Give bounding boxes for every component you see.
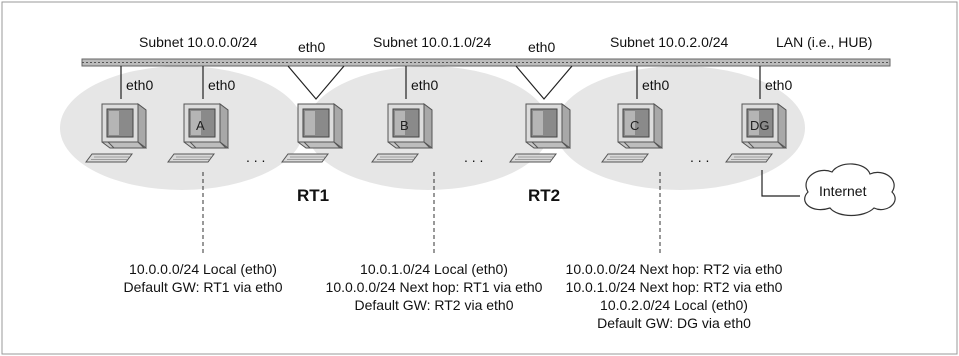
routing-entry: 10.0.0.0/24 Next hop: RT2 via eth0: [566, 261, 783, 277]
host-c-letter: C: [630, 118, 639, 133]
rt1-eth0-top-label: eth0: [298, 39, 325, 55]
lan-label: LAN (i.e., HUB): [776, 34, 872, 50]
internet-cloud-icon: [804, 163, 896, 217]
subnet-1-area: [60, 66, 304, 190]
routing-table-b: 10.0.1.0/24 Local (eth0) 10.0.0.0/24 Nex…: [326, 261, 543, 313]
host-b-letter: B: [400, 118, 409, 133]
routing-entry: 10.0.2.0/24 Local (eth0): [600, 297, 748, 313]
routing-entry: 10.0.0.0/24 Next hop: RT1 via eth0: [326, 279, 543, 295]
internet-label: Internet: [819, 183, 867, 199]
routing-table-c: 10.0.0.0/24 Next hop: RT2 via eth0 10.0.…: [566, 261, 783, 331]
internet-link: [761, 170, 800, 197]
routing-entry: 10.0.1.0/24 Local (eth0): [360, 261, 508, 277]
computer-icon-dg: DG: [725, 103, 787, 163]
computer-icon-b: B: [371, 103, 433, 163]
host-a-letter: A: [196, 118, 205, 133]
routing-entry: Default GW: RT1 via eth0: [124, 279, 283, 295]
host-a-eth0-label: eth0: [208, 77, 235, 93]
ellipsis-1: . . .: [246, 149, 265, 165]
ellipsis-3: . . .: [690, 149, 709, 165]
host-dg-eth0-label: eth0: [765, 77, 792, 93]
computer-icon-c: C: [601, 103, 663, 163]
computer-icon-a: A: [167, 103, 229, 163]
ellipsis-2: . . .: [464, 149, 483, 165]
host-dg-letter: DG: [750, 118, 770, 133]
subnet-2-label: Subnet 10.0.1.0/24: [373, 34, 492, 50]
subnet-1-label: Subnet 10.0.0.0/24: [139, 34, 258, 50]
routing-table-a: 10.0.0.0/24 Local (eth0) Default GW: RT1…: [124, 261, 283, 295]
router-rt1-label: RT1: [297, 186, 329, 205]
subnet-3-label: Subnet 10.0.2.0/24: [610, 34, 729, 50]
routing-entry: 10.0.0.0/24 Local (eth0): [129, 261, 277, 277]
router-rt2-label: RT2: [528, 186, 560, 205]
host-c-eth0-label: eth0: [642, 77, 669, 93]
host-eth0-label: eth0: [126, 77, 153, 93]
routing-entry: Default GW: RT2 via eth0: [355, 297, 514, 313]
rt2-connection: [515, 65, 573, 100]
routing-entry: 10.0.1.0/24 Next hop: RT2 via eth0: [566, 279, 783, 295]
host-b-eth0-label: eth0: [411, 77, 438, 93]
routing-entry: Default GW: DG via eth0: [597, 315, 751, 331]
rt2-eth0-top-label: eth0: [528, 39, 555, 55]
rt1-connection: [287, 65, 345, 100]
